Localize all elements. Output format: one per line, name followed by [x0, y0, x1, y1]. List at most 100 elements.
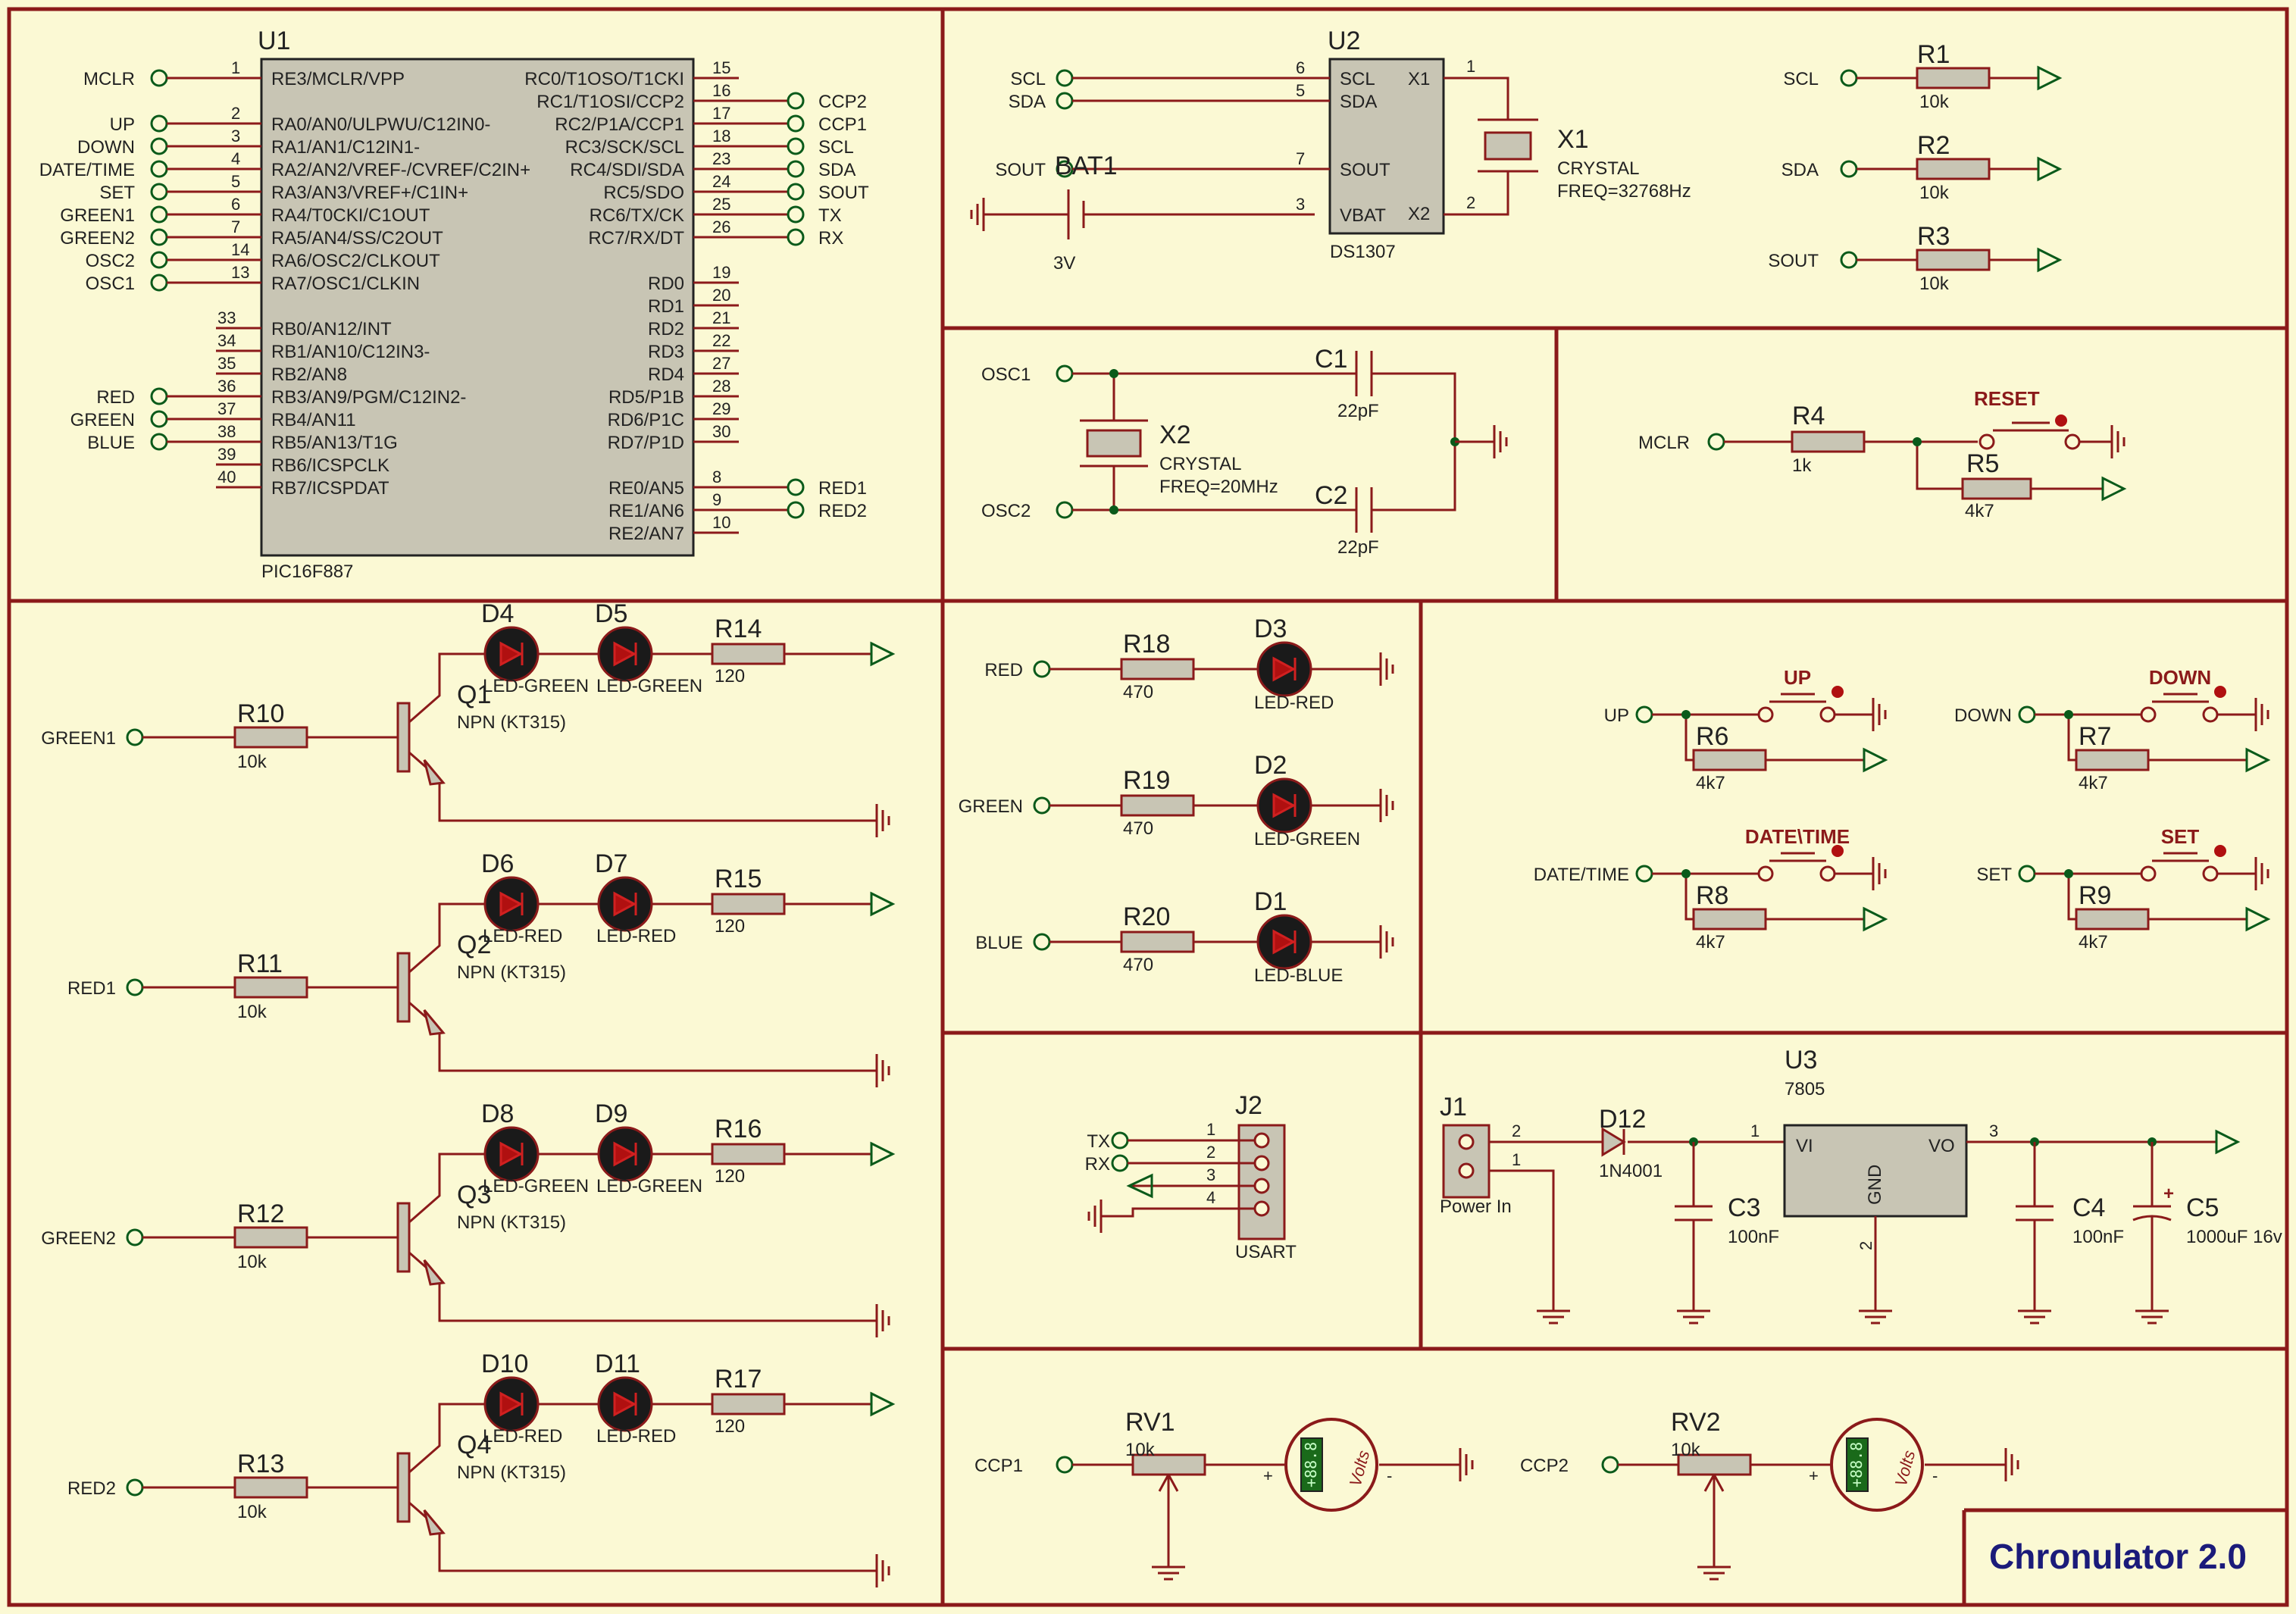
led-ref: D6: [481, 849, 514, 878]
led-val: LED-GREEN: [483, 1176, 589, 1196]
c5-ref: C5: [2186, 1193, 2219, 1222]
supply-arrow: [849, 1391, 896, 1417]
u1-pin-number: 15: [712, 58, 730, 77]
u1-pin-function: RC2/P1A/CCP1: [555, 114, 684, 135]
u1-net-label: OSC1: [86, 274, 135, 294]
d12-val: 1N4001: [1599, 1161, 1663, 1181]
u3-vi: VI: [1796, 1136, 1813, 1156]
u1-net-terminal: [787, 114, 805, 133]
u1-pin-function: RE1/AN6: [608, 501, 684, 521]
u1-net-label: DOWN: [77, 137, 135, 158]
button-net-label: DOWN: [1954, 705, 2012, 726]
j2-ref: J2: [1235, 1091, 1262, 1120]
button-indicator: [2214, 845, 2226, 857]
r5-ref: R5: [1966, 449, 1999, 478]
u1-pin-number: 16: [712, 81, 730, 100]
led-ref: D5: [595, 599, 627, 628]
led-diode-mark: [613, 641, 637, 667]
u1-net-label: GREEN: [70, 410, 135, 430]
ground-symbol: [1451, 1448, 1474, 1481]
driver-net-terminal: [126, 978, 144, 996]
u1-net-terminal: [150, 205, 168, 224]
d12-ref: D12: [1599, 1105, 1646, 1134]
button-indicator: [1831, 686, 1844, 698]
pot-ref: RV2: [1671, 1408, 1721, 1437]
button-actuator: [1769, 693, 1826, 703]
u1-pin-function: RB1/AN10/C12IN3-: [271, 342, 430, 362]
pullup-val: 10k: [1919, 183, 1950, 203]
button-wire: [2035, 872, 2247, 921]
u1-pin-function: RB2/AN8: [271, 364, 347, 385]
u1-pin-function: RD2: [648, 319, 684, 339]
u1-part: PIC16F887: [261, 561, 353, 582]
driver-net-label: GREEN1: [41, 728, 116, 749]
led-ref: D8: [481, 1099, 514, 1128]
collector-ref: R16: [715, 1115, 762, 1143]
led-ref: D9: [595, 1099, 627, 1128]
j2-net-terminal: [1111, 1131, 1129, 1150]
u1-pin-function: RD7/P1D: [608, 433, 684, 453]
button-indicator: [1831, 845, 1844, 857]
ground-symbol: [868, 1054, 890, 1087]
button-resistor: [2075, 749, 2150, 771]
button-label: DATE\TIME: [1745, 825, 1850, 848]
u1-net-terminal: [787, 183, 805, 201]
u1-pin-function: RC5/SDO: [603, 183, 684, 203]
transistor-wire: [408, 1153, 868, 1322]
u1-pin-number: 29: [712, 399, 730, 418]
u1-pin-number: 4: [231, 149, 240, 168]
pot-val: 10k: [1125, 1440, 1156, 1460]
j2-net-label: TX: [1087, 1131, 1110, 1152]
u1-pin-number: 6: [231, 195, 240, 214]
u1-net-label: CCP2: [818, 92, 867, 112]
led-diode-mark: [613, 1391, 637, 1417]
supply-arrow: [2224, 906, 2271, 932]
led-ref: D11: [595, 1350, 640, 1378]
button-wire: [1652, 713, 1864, 762]
junction: [1681, 869, 1691, 878]
u1-pin-number: 38: [217, 422, 236, 441]
npn-transistor: [396, 1452, 411, 1523]
emitter-arrow: [423, 1009, 446, 1036]
led-diode-mark: [499, 1141, 524, 1167]
u1-pin-function: RD5/P1B: [608, 387, 684, 408]
meter-minus: -: [1932, 1466, 1938, 1485]
driver-rb-val: 10k: [237, 1252, 267, 1272]
rgb-net-label: RED: [984, 660, 1023, 680]
u1-net-terminal: [787, 478, 805, 496]
u1-net-terminal: [787, 501, 805, 519]
u1-net-terminal: [787, 160, 805, 178]
u1-pin-number: 3: [231, 127, 240, 145]
ground-symbol: [868, 1554, 890, 1587]
junction: [2064, 869, 2073, 878]
led-diode-mark: [613, 891, 637, 917]
button-actuator: [2152, 852, 2209, 862]
u1-pin-function: RA7/OSC1/CLKIN: [271, 274, 420, 294]
led-ref: D7: [595, 849, 627, 878]
u1-pin-function: RA0/AN0/ULPWU/C12IN0-: [271, 114, 490, 135]
u1-pin-function: RA4/T0CKI/C1OUT: [271, 205, 430, 226]
transistor-ref: Q2: [457, 931, 491, 959]
pot-wiper-arrow: [1158, 1474, 1179, 1492]
bat1-symbol: [1067, 189, 1085, 239]
button-contact: [2140, 865, 2157, 882]
c2-ref: C2: [1315, 481, 1347, 510]
driver-net-label: GREEN2: [41, 1228, 116, 1249]
button-contact: [2140, 706, 2157, 723]
button-r-val: 4k7: [2079, 773, 2108, 793]
collector-resistor: [711, 893, 786, 915]
u1-net-terminal: [150, 160, 168, 178]
u1-pin-number: 36: [217, 377, 236, 396]
u1-net-label: SCL: [818, 137, 854, 158]
driver-rb-val: 10k: [237, 752, 267, 772]
led-val: LED-RED: [483, 926, 562, 946]
button-label: DOWN: [2149, 666, 2211, 689]
c5-plus: +: [2163, 1184, 2174, 1204]
button-net-terminal: [1635, 705, 1653, 724]
meter-minus: -: [1387, 1466, 1392, 1485]
push-buttons: UPUPR64k7DOWNDOWNR74k7DATE/TIMEDATE\TIME…: [1534, 666, 2271, 952]
rgb-r-ref: R19: [1123, 766, 1170, 795]
